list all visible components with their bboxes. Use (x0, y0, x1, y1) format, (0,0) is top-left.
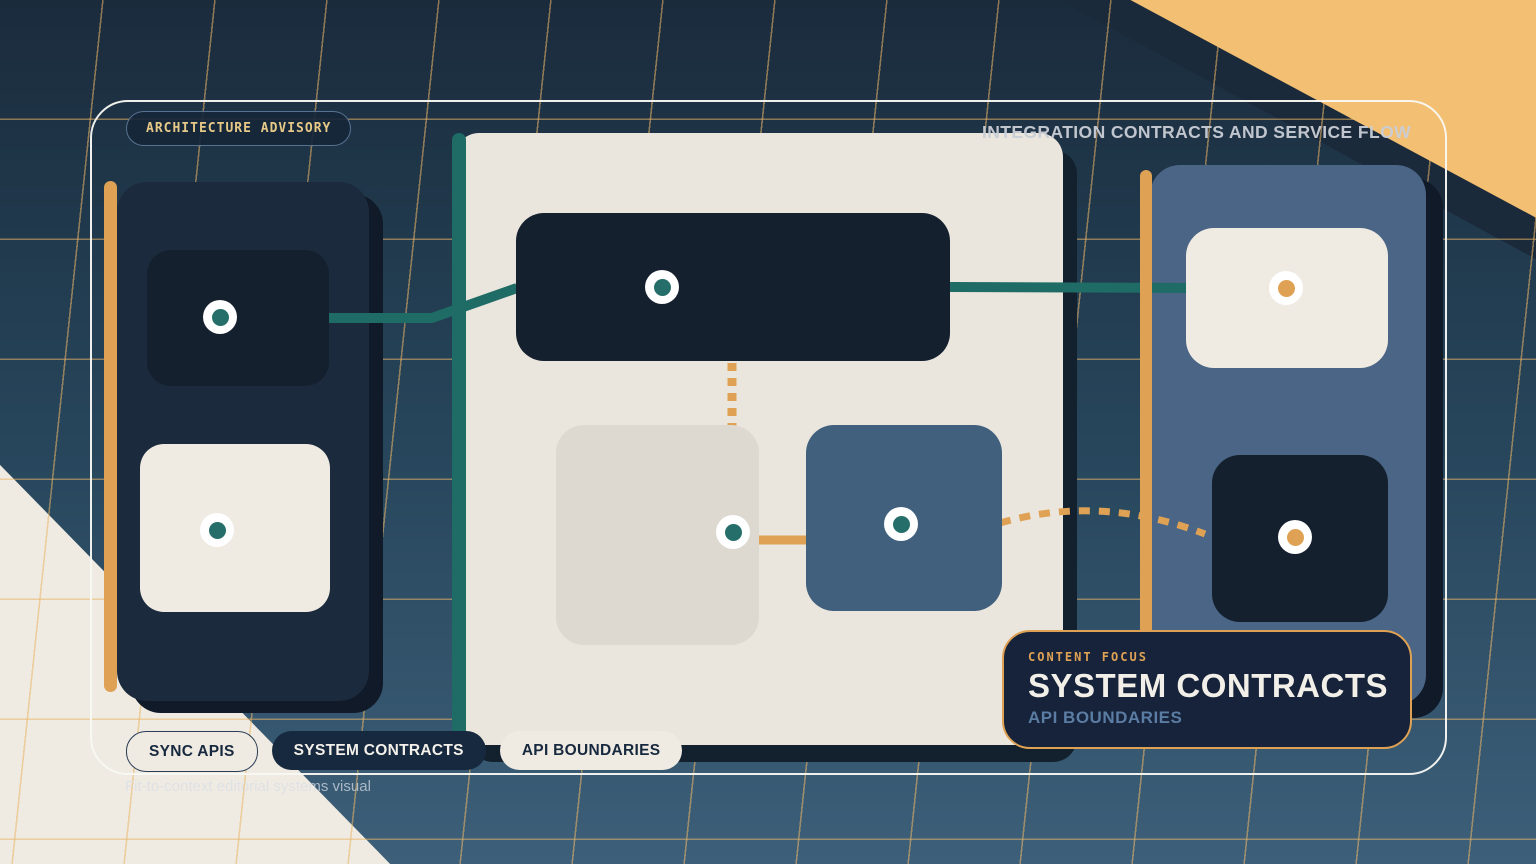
node-right-bottom (1278, 520, 1312, 554)
node-contract-hub (645, 270, 679, 304)
node-left-bottom (200, 513, 234, 547)
right-accent-rail (1140, 170, 1152, 652)
left-panel-top-card (147, 250, 329, 386)
tag-row: SYNC APIS SYSTEM CONTRACTS API BOUNDARIE… (126, 731, 683, 772)
advisory-badge: ARCHITECTURE ADVISORY (126, 111, 352, 146)
node-left-top (203, 300, 237, 334)
node-schema (716, 515, 750, 549)
page-title: INTEGRATION CONTRACTS AND SERVICE FLOW (981, 122, 1411, 142)
center-teal-rail (452, 133, 466, 745)
content-focus-card: CONTENT FOCUS SYSTEM CONTRACTS API BOUND… (1002, 630, 1412, 749)
tag-system-contracts[interactable]: SYSTEM CONTRACTS (271, 731, 486, 770)
left-panel-bottom-card (140, 444, 330, 612)
focus-title: SYSTEM CONTRACTS (1028, 667, 1389, 704)
footer-caption: Fit-to-context editorial systems visual (125, 778, 371, 795)
tag-sync-apis[interactable]: SYNC APIS (126, 731, 258, 772)
node-right-top (1269, 271, 1303, 305)
left-accent-rail (104, 181, 117, 692)
node-service (884, 507, 918, 541)
tag-api-boundaries[interactable]: API BOUNDARIES (499, 731, 683, 770)
focus-kicker: CONTENT FOCUS (1028, 650, 1148, 664)
contract-hub-box (516, 213, 950, 361)
focus-subtitle: API BOUNDARIES (1028, 708, 1183, 727)
